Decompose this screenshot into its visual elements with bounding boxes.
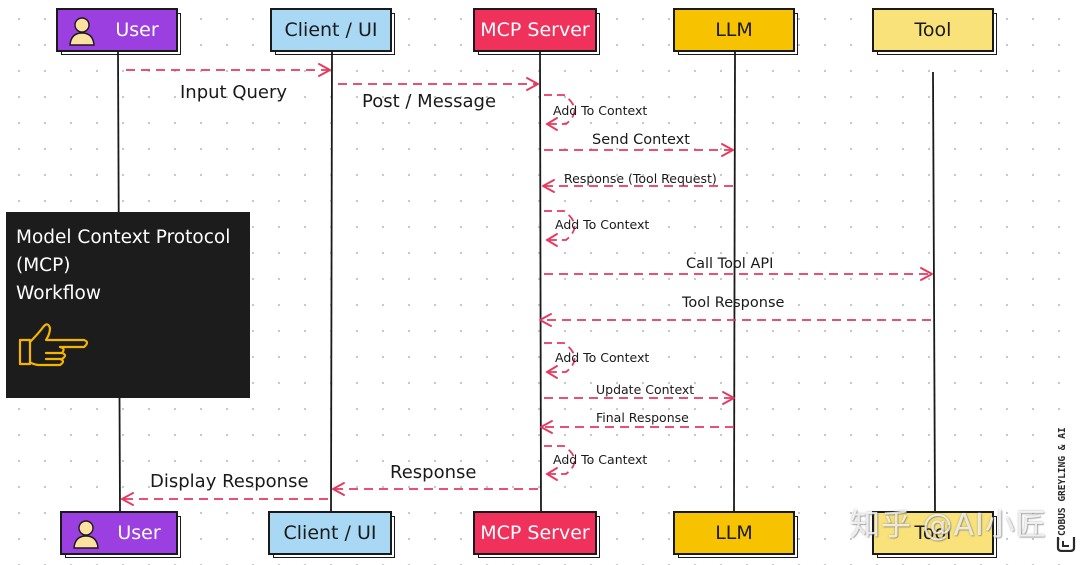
arrow-input-query-head bbox=[318, 63, 331, 77]
arrow-send-context-head bbox=[721, 143, 734, 157]
loop-add-context-2-head bbox=[545, 233, 558, 247]
brand-mark-icon bbox=[1056, 537, 1076, 552]
label-add-context-2: Add To Context bbox=[555, 217, 650, 232]
arrow-update-context-head bbox=[722, 391, 735, 405]
actor-user-label: User bbox=[115, 19, 159, 41]
actor-tool-label: Tool bbox=[914, 522, 952, 544]
loop-add-context-4 bbox=[544, 445, 576, 475]
lifeline-client bbox=[330, 51, 333, 512]
actor-llm-top: LLM bbox=[673, 8, 798, 55]
label-add-context-1: Add To Context bbox=[553, 103, 648, 118]
arrow-final-response-head bbox=[540, 420, 553, 434]
lifeline-llm bbox=[733, 51, 736, 512]
label-tool-response: Tool Response bbox=[682, 295, 785, 311]
arrow-response-tool-request-head bbox=[542, 179, 555, 193]
actor-client-bottom: Client / UI bbox=[268, 511, 395, 558]
actor-server-top: MCP Server bbox=[473, 8, 600, 55]
loop-add-context-2 bbox=[544, 210, 576, 241]
arrow-post-message-head bbox=[526, 77, 539, 91]
user-icon bbox=[73, 520, 99, 549]
label-update-context: Update Context bbox=[596, 382, 695, 397]
actor-server-label: MCP Server bbox=[480, 19, 590, 41]
arrow-tool-response-head bbox=[539, 313, 552, 327]
label-add-context-4: Add To Cantext bbox=[553, 452, 648, 467]
arrow-display-response-head bbox=[121, 492, 134, 506]
pointing-hand-icon bbox=[18, 323, 89, 367]
actor-user-label: User bbox=[117, 522, 161, 544]
panel-title: Model Context Protocol (MCP) Workflow bbox=[16, 227, 231, 304]
actor-llm-label: LLM bbox=[715, 522, 753, 544]
user-icon bbox=[69, 17, 95, 46]
loop-add-context-3-head bbox=[545, 365, 558, 379]
actor-llm-label: LLM bbox=[715, 19, 753, 41]
actor-user-top: User bbox=[56, 8, 181, 55]
label-response-tool-request: Response (Tool Request) bbox=[564, 171, 717, 186]
actor-tool-label: Tool bbox=[914, 19, 952, 41]
label-display-response: Display Response bbox=[150, 471, 309, 492]
label-response: Response bbox=[390, 462, 477, 483]
label-add-context-3: Add To Context bbox=[555, 350, 650, 365]
label-final-response: Final Response bbox=[596, 410, 689, 425]
actor-client-label: Client / UI bbox=[284, 19, 378, 41]
label-input-query: Input Query bbox=[180, 82, 288, 103]
loop-add-context-1-head bbox=[545, 117, 558, 131]
loop-add-context-4-head bbox=[545, 467, 558, 481]
brand-logo: COBUS GREYLING & AI bbox=[1055, 427, 1079, 552]
lifeline-server bbox=[539, 51, 542, 512]
arrow-response-head bbox=[332, 482, 345, 496]
actor-server-bottom: MCP Server bbox=[473, 511, 600, 558]
loop-add-context-1 bbox=[544, 94, 576, 125]
brand-vertical-text: COBUS GREYLING & AI bbox=[1057, 427, 1068, 536]
actor-tool-bottom: Tool bbox=[872, 511, 997, 558]
actor-client-top: Client / UI bbox=[270, 8, 395, 55]
actor-llm-bottom: LLM bbox=[673, 511, 798, 558]
label-post-message: Post / Message bbox=[362, 91, 497, 112]
label-send-context: Send Context bbox=[592, 132, 690, 148]
workflow-info-panel: Model Context Protocol (MCP) Workflow bbox=[6, 212, 250, 398]
actor-user-bottom: User bbox=[60, 511, 181, 558]
loop-add-context-3 bbox=[544, 342, 576, 373]
arrow-call-tool-api-head bbox=[920, 267, 933, 281]
actor-server-label: MCP Server bbox=[480, 522, 590, 544]
watermark: 知乎 @AI小匠 bbox=[850, 508, 1047, 543]
actor-tool-top: Tool bbox=[872, 8, 997, 55]
lifeline-tool bbox=[932, 71, 936, 512]
label-call-tool-api: Call Tool API bbox=[686, 256, 774, 272]
actor-client-label: Client / UI bbox=[283, 522, 377, 544]
